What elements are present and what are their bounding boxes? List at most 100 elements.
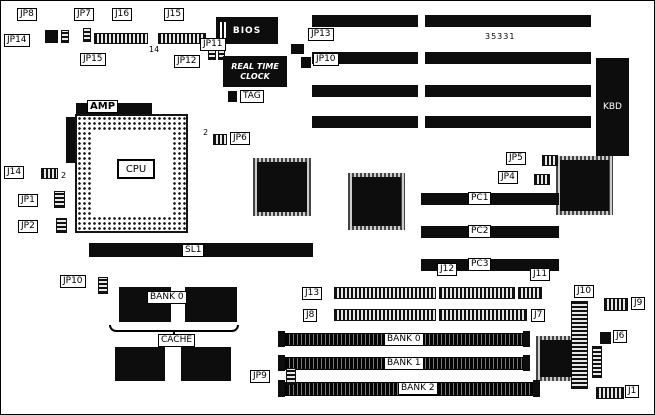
label-j9: J9	[631, 297, 646, 310]
j7-header	[439, 309, 527, 321]
isa-slot-1-left	[312, 15, 418, 27]
j8-header	[334, 309, 436, 321]
jp5-jumper-pins	[542, 155, 558, 166]
j16-pin-header	[94, 33, 148, 44]
label-jp1: JP1	[18, 194, 38, 207]
j6-pins	[600, 332, 611, 344]
bank1-right-clip	[523, 355, 530, 371]
j15-pin-header	[158, 33, 206, 44]
bank2-right-clip	[533, 380, 540, 397]
j10-pin-header	[571, 301, 588, 389]
cpu-label-box: CPU	[117, 159, 155, 179]
jp10-top-pins	[301, 57, 311, 68]
label-jp15: JP15	[80, 53, 106, 66]
cache-chip-3	[115, 347, 165, 381]
j16-pin14-marker: 14	[149, 45, 160, 54]
qfp-chip-2-die	[352, 177, 401, 226]
qfp-chip-1-die	[257, 162, 307, 212]
j1-connector	[596, 387, 624, 399]
cpu-label: CPU	[125, 163, 147, 175]
label-jp9: JP9	[250, 370, 270, 383]
label-bank2: BANK 2	[398, 382, 438, 395]
aux-connector	[592, 346, 602, 378]
label-j15: J15	[164, 8, 185, 21]
label-j8: J8	[303, 309, 318, 322]
bios-chip-label: BIOS	[232, 25, 262, 36]
isa-slot-2-right	[425, 52, 591, 64]
qfp-chip-1	[253, 158, 311, 216]
bank0-left-clip	[278, 331, 285, 347]
label-j6: J6	[613, 330, 628, 343]
label-jp6: JP6	[230, 132, 250, 145]
label-jp12: JP12	[174, 55, 200, 68]
label-bank1: BANK 1	[384, 357, 424, 370]
label-pc2: PC2	[468, 225, 492, 238]
socket-side-bar	[66, 117, 75, 163]
cache-chip-4	[181, 347, 231, 381]
label-amp: AMP	[87, 100, 119, 113]
jp10-bottom-pins	[98, 277, 108, 294]
jp13-jumper-pins	[291, 44, 304, 54]
label-jp11: JP11	[200, 38, 226, 51]
isa-slot-3-left	[312, 85, 418, 97]
label-j7: J7	[531, 309, 546, 322]
jp7-jumper-pins	[83, 28, 91, 42]
bios-pin1-marks	[220, 22, 227, 39]
qfp-chip-3	[556, 156, 613, 215]
qfp-chip-2	[348, 173, 405, 230]
label-tag: TAG	[240, 90, 264, 103]
j12-header	[439, 287, 515, 299]
label-jp8: JP8	[17, 8, 37, 21]
label-pc1: PC1	[468, 192, 492, 205]
label-jp13: JP13	[308, 28, 334, 41]
bank2-left-clip	[278, 380, 285, 397]
j11-pins	[518, 287, 542, 299]
label-jp7: JP7	[74, 8, 94, 21]
j14-pin2-marker: 2	[61, 171, 67, 180]
j9-connector	[604, 298, 628, 311]
label-pc3: PC3	[468, 258, 492, 271]
jp8-jumper-pins	[61, 30, 69, 43]
label-j16: J16	[112, 8, 133, 21]
label-jp5: JP5	[506, 152, 526, 165]
tag-pins	[228, 91, 237, 102]
board-part-number: 35331	[485, 32, 516, 41]
label-bank0: BANK 0	[384, 333, 424, 346]
j14-pins	[41, 168, 58, 179]
j13-header	[334, 287, 436, 299]
cache-brace	[109, 325, 239, 335]
isa-slot-3-right	[425, 85, 591, 97]
label-jp10-bottom: JP10	[60, 275, 86, 288]
label-jp2: JP2	[18, 220, 38, 233]
bank1-left-clip	[278, 355, 285, 371]
qfp-chip-3-die	[560, 160, 609, 211]
label-cache: CACHE	[158, 334, 196, 347]
rtc-label-line2: CLOCK	[240, 71, 270, 81]
cache-brace-tick	[173, 330, 175, 335]
jp4-jumper-pins	[534, 174, 550, 185]
rtc-chip: REAL TIME CLOCK	[223, 56, 287, 87]
jp1-jumper-pins	[54, 191, 65, 208]
jp6-pin2-marker: 2	[203, 128, 209, 137]
label-jp4: JP4	[498, 171, 518, 184]
label-j14: J14	[4, 166, 25, 179]
label-j10: J10	[574, 285, 595, 298]
label-jp10-top: JP10	[313, 53, 339, 66]
jp14-jumper-block	[45, 30, 58, 43]
bank0-right-clip	[523, 331, 530, 347]
jp2-jumper-pins	[56, 218, 67, 233]
jp9-jumper-pins	[286, 368, 296, 385]
label-j12: J12	[437, 263, 458, 276]
kbd-label: KBD	[602, 102, 622, 112]
cache-chip-2	[185, 287, 237, 322]
label-jp14: JP14	[4, 34, 30, 47]
label-cache-bank0: BANK 0	[147, 291, 187, 304]
isa-slot-4-left	[312, 116, 418, 128]
isa-slot-1-right	[425, 15, 591, 27]
isa-slot-4-right	[425, 116, 591, 128]
label-j13: J13	[302, 287, 323, 300]
label-j11: J11	[530, 268, 551, 281]
label-sl1: SL1	[182, 244, 205, 257]
jp6-jumper-pins	[213, 134, 227, 145]
